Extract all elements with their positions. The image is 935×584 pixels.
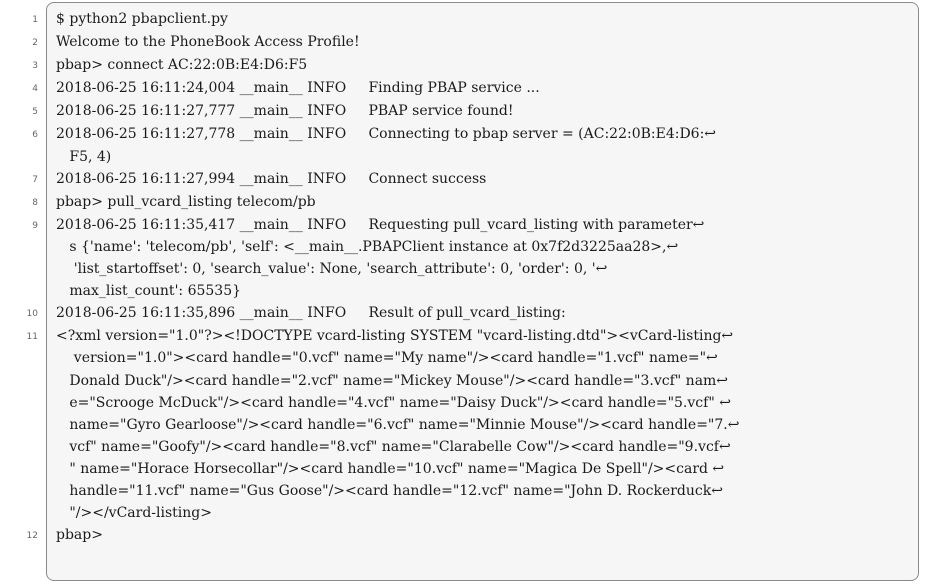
code-line: 4 2018-06-25 16:11:24,004 __main__ INFO F… <box>8 77 933 100</box>
code-text: pbap> <box>56 527 103 544</box>
line-code: 2018-06-25 16:11:24,004 __main__ INFO Fi… <box>56 77 908 99</box>
line-code: 2018-06-25 16:11:35,417 __main__ INFO Re… <box>56 214 908 302</box>
code-line: 11 <?xml version="1.0"?><!DOCTYPE vcard-l… <box>8 325 933 524</box>
code-text: pbap> connect AC:22:0B:E4:D6:F5 <box>56 57 308 74</box>
code-line: 8 pbap> pull_vcard_listing telecom/pb <box>8 191 933 214</box>
line-number: 12 <box>26 531 38 542</box>
code-wrapped-text: "/></vCard-listing> <box>56 505 212 522</box>
code-text: 2018-06-25 16:11:24,004 __main__ INFO Fi… <box>56 80 540 97</box>
line-code: 2018-06-25 16:11:27,777 __main__ INFO PB… <box>56 100 908 122</box>
code-line: 3 pbap> connect AC:22:0B:E4:D6:F5 <box>8 54 933 77</box>
code-text: $ python2 pbapclient.py <box>56 11 228 27</box>
code-line: 2 Welcome to the PhoneBook Access Profile… <box>8 31 933 54</box>
line-number: 10 <box>26 309 38 320</box>
line-number: 11 <box>26 332 38 343</box>
line-code: 2018-06-25 16:11:35,896 __main__ INFO Re… <box>56 302 908 324</box>
line-code: <?xml version="1.0"?><!DOCTYPE vcard-lis… <box>56 325 908 524</box>
code-line: 7 2018-06-25 16:11:27,994 __main__ INFO C… <box>8 168 933 191</box>
line-number: 3 <box>32 61 38 72</box>
code-wrapped-text: s {'name': 'telecom/pb', 'self': <__main… <box>56 238 679 255</box>
line-number: 8 <box>32 197 38 208</box>
line-code: pbap> pull_vcard_listing telecom/pb <box>56 191 908 213</box>
code-frame <box>46 2 919 581</box>
code-text: 2018-06-25 16:11:27,994 __main__ INFO Co… <box>56 170 487 187</box>
line-code: $ python2 pbapclient.py <box>56 8 908 30</box>
line-number: 7 <box>32 174 38 185</box>
line-number: 6 <box>32 130 38 141</box>
code-line: 12 pbap> <box>8 524 933 547</box>
code-text: 2018-06-25 16:11:27,778 __main__ INFO Co… <box>56 126 717 143</box>
code-wrapped-text: name="Gyro Gearloose"/><card handle="6.v… <box>56 416 740 433</box>
code-line: 1 $ python2 pbapclient.py <box>8 8 933 31</box>
code-wrapped-text: handle="11.vcf" name="Gus Goose"/><card … <box>56 482 723 499</box>
line-code: pbap> <box>56 524 908 546</box>
line-number: 5 <box>32 107 38 118</box>
line-number: 2 <box>32 38 38 49</box>
line-number: 9 <box>32 220 38 231</box>
line-code: 2018-06-25 16:11:27,778 __main__ INFO Co… <box>56 123 908 167</box>
code-text: 2018-06-25 16:11:35,896 __main__ INFO Re… <box>56 305 566 322</box>
code-wrapped-text: e="Scrooge McDuck"/><card handle="4.vcf"… <box>56 394 731 411</box>
code-text: Welcome to the PhoneBook Access Profile! <box>56 34 360 51</box>
code-wrapped-text: F5, 4) <box>56 148 112 165</box>
code-line: 6 2018-06-25 16:11:27,778 __main__ INFO C… <box>8 123 933 167</box>
code-wrapped-text: max_list_count': 65535} <box>56 283 242 300</box>
line-code: 2018-06-25 16:11:27,994 __main__ INFO Co… <box>56 168 908 190</box>
code-line: 10 2018-06-25 16:11:35,896 __main__ INFO … <box>8 302 933 325</box>
code-line: 5 2018-06-25 16:11:27,777 __main__ INFO P… <box>8 100 933 123</box>
code-text: 2018-06-25 16:11:27,777 __main__ INFO PB… <box>56 103 514 120</box>
line-number: 1 <box>32 15 38 25</box>
line-code: Welcome to the PhoneBook Access Profile! <box>56 31 908 53</box>
line-number: 4 <box>32 84 38 95</box>
code-text: 2018-06-25 16:11:35,417 __main__ INFO Re… <box>56 216 705 233</box>
code-line: 9 2018-06-25 16:11:35,417 __main__ INFO R… <box>8 214 933 302</box>
code-lines: 1 $ python2 pbapclient.py 2 Welcome to the … <box>8 2 933 547</box>
code-text: <?xml version="1.0"?><!DOCTYPE vcard-lis… <box>56 328 734 345</box>
code-wrapped-text: 'list_startoffset': 0, 'search_value': N… <box>56 261 608 278</box>
code-wrapped-text: version="1.0"><card handle="0.vcf" name=… <box>56 350 718 367</box>
line-code: pbap> connect AC:22:0B:E4:D6:F5 <box>56 54 908 76</box>
code-text: pbap> pull_vcard_listing telecom/pb <box>56 193 316 210</box>
code-listing: 1 $ python2 pbapclient.py 2 Welcome to the … <box>8 2 933 581</box>
code-wrapped-text: Donald Duck"/><card handle="2.vcf" name=… <box>56 372 729 389</box>
code-wrapped-text: vcf" name="Goofy"/><card handle="8.vcf" … <box>56 438 731 455</box>
code-wrapped-text: " name="Horace Horsecollar"/><card handl… <box>56 460 725 477</box>
